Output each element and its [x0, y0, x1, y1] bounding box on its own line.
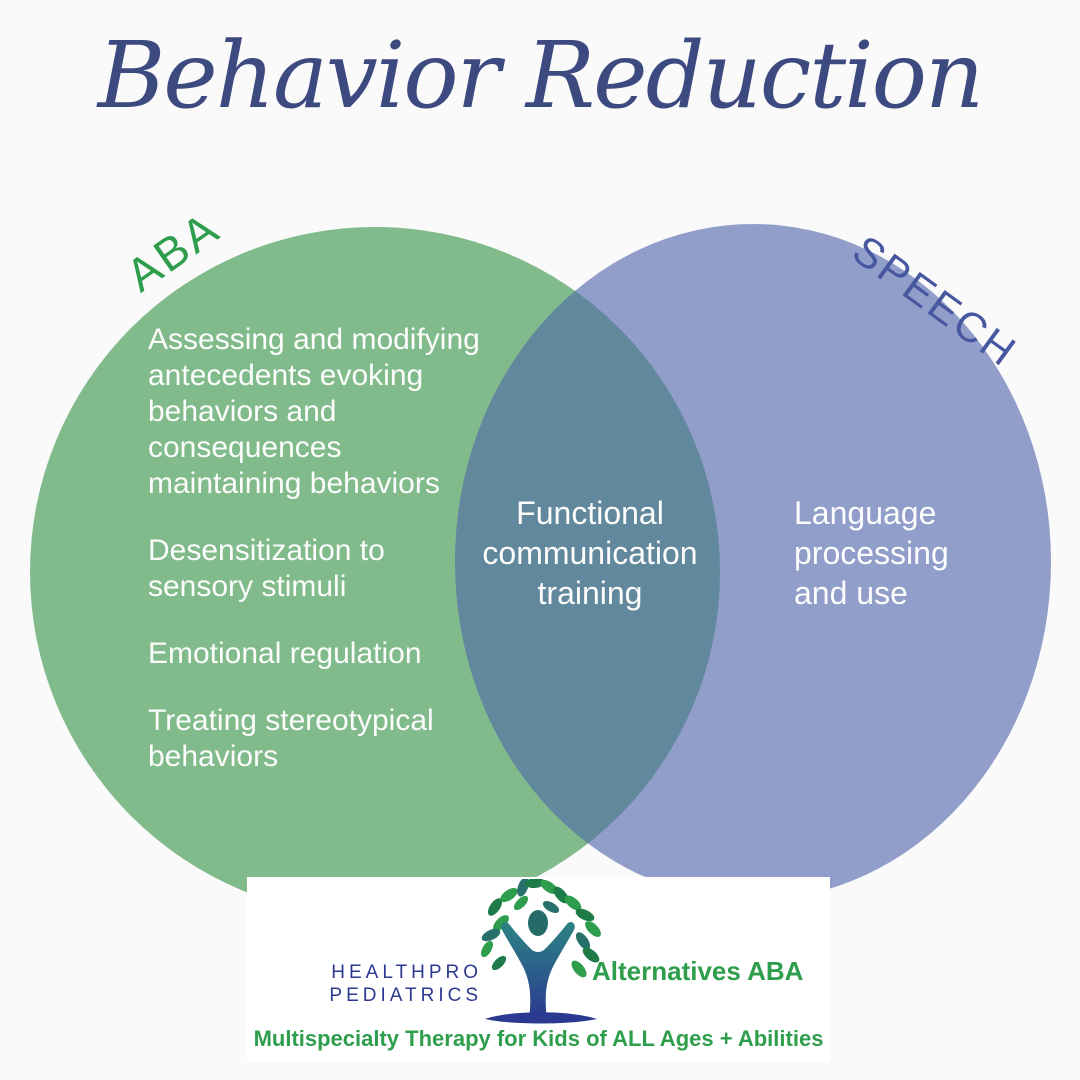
- aba-item: Desensitization to sensory stimuli: [148, 534, 385, 603]
- brand-name: HEALTHPRO PEDIATRICS: [299, 961, 482, 1007]
- brand-line1: HEALTHPRO: [331, 962, 482, 983]
- overlap-item: Functional communication training: [482, 495, 698, 611]
- aba-item: Assessing and modifying antecedents evok…: [148, 323, 480, 500]
- aba-item: Treating stereotypical behaviors: [148, 704, 434, 773]
- leaves: [481, 879, 601, 978]
- page-title: Behavior Reduction: [97, 22, 985, 129]
- aba-items-list: Assessing and modifying antecedents evok…: [148, 322, 513, 806]
- brand-line2: PEDIATRICS: [329, 985, 482, 1006]
- logo-card: HEALTHPRO PEDIATRICS Alternatives ABA Mu…: [247, 877, 830, 1062]
- logo-head: [528, 910, 548, 936]
- logo-trunk: [501, 921, 575, 1019]
- venn-overlap-region: [455, 224, 1051, 900]
- speech-item: Language processing and use: [794, 495, 949, 611]
- program-name: Alternatives ABA: [592, 956, 804, 986]
- tagline: Multispecialty Therapy for Kids of ALL A…: [253, 1026, 824, 1051]
- aba-item: Emotional regulation: [148, 637, 422, 670]
- logo-ground: [485, 1012, 597, 1024]
- tree-person-logo-icon: [481, 879, 601, 1024]
